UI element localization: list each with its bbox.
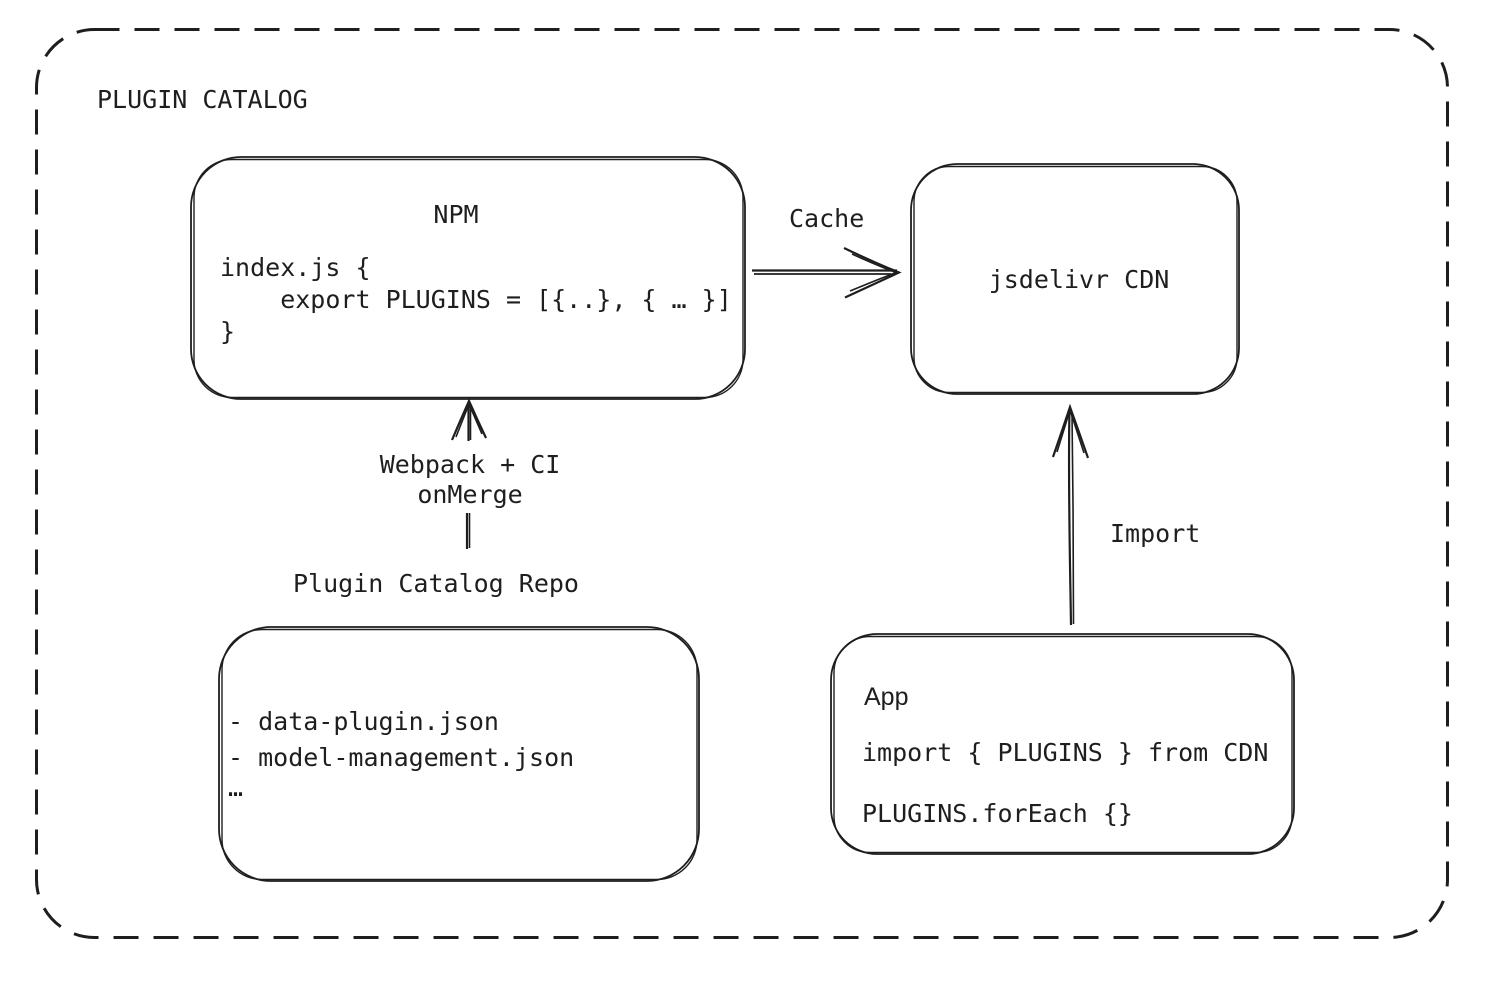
npm-box-outline <box>191 157 745 399</box>
repo-item-1: - data-plugin.json <box>228 707 499 736</box>
repo-item-3: … <box>228 773 244 802</box>
import-arrowhead <box>1053 407 1088 458</box>
npm-code-line-3: } <box>220 317 236 346</box>
import-arrow-shaft <box>1069 409 1071 625</box>
import-arrow-shaft-sketch <box>1072 413 1074 624</box>
cache-arrow-label: Cache <box>789 204 865 233</box>
cdn-label: jsdelivr CDN <box>988 265 1170 294</box>
cdn-box-outline <box>911 164 1239 394</box>
app-box-outline <box>831 634 1294 854</box>
repo-item-2: - model-management.json <box>228 743 575 772</box>
repo-box-outline-sketch <box>222 630 697 880</box>
app-title: App <box>864 683 909 711</box>
npm-code-line-1: index.js { <box>220 253 371 282</box>
build-arrow-label-line1: Webpack + CI <box>379 450 561 479</box>
npm-box-outline-sketch <box>194 160 743 398</box>
npm-code-line-2: export PLUGINS = [{..}, { … }] <box>220 285 732 314</box>
repo-box <box>219 627 699 881</box>
app-box-outline-sketch <box>834 637 1292 853</box>
cdn-box <box>911 164 1239 394</box>
build-arrow-label-line2: onMerge <box>417 480 523 509</box>
cache-arrowhead <box>844 248 899 298</box>
app-code-line-2: PLUGINS.forEach {} <box>862 799 1133 828</box>
cdn-box-outline-sketch <box>914 167 1237 393</box>
build-arrowhead <box>452 401 486 440</box>
repo-label: Plugin Catalog Repo <box>293 569 579 598</box>
cache-arrowhead-sketch <box>850 254 896 291</box>
cache-arrow <box>752 248 899 298</box>
npm-title: NPM <box>433 200 479 229</box>
repo-box-outline <box>219 627 699 881</box>
app-code-line-1: import { PLUGINS } from CDN <box>862 738 1269 767</box>
import-arrow-label: Import <box>1110 519 1201 548</box>
npm-box <box>191 157 745 399</box>
app-box <box>831 634 1294 854</box>
diagram-title: PLUGIN CATALOG <box>97 85 308 114</box>
plugin-catalog-frame-border <box>37 30 1448 938</box>
build-arrow <box>452 401 486 549</box>
import-arrow <box>1053 407 1088 625</box>
